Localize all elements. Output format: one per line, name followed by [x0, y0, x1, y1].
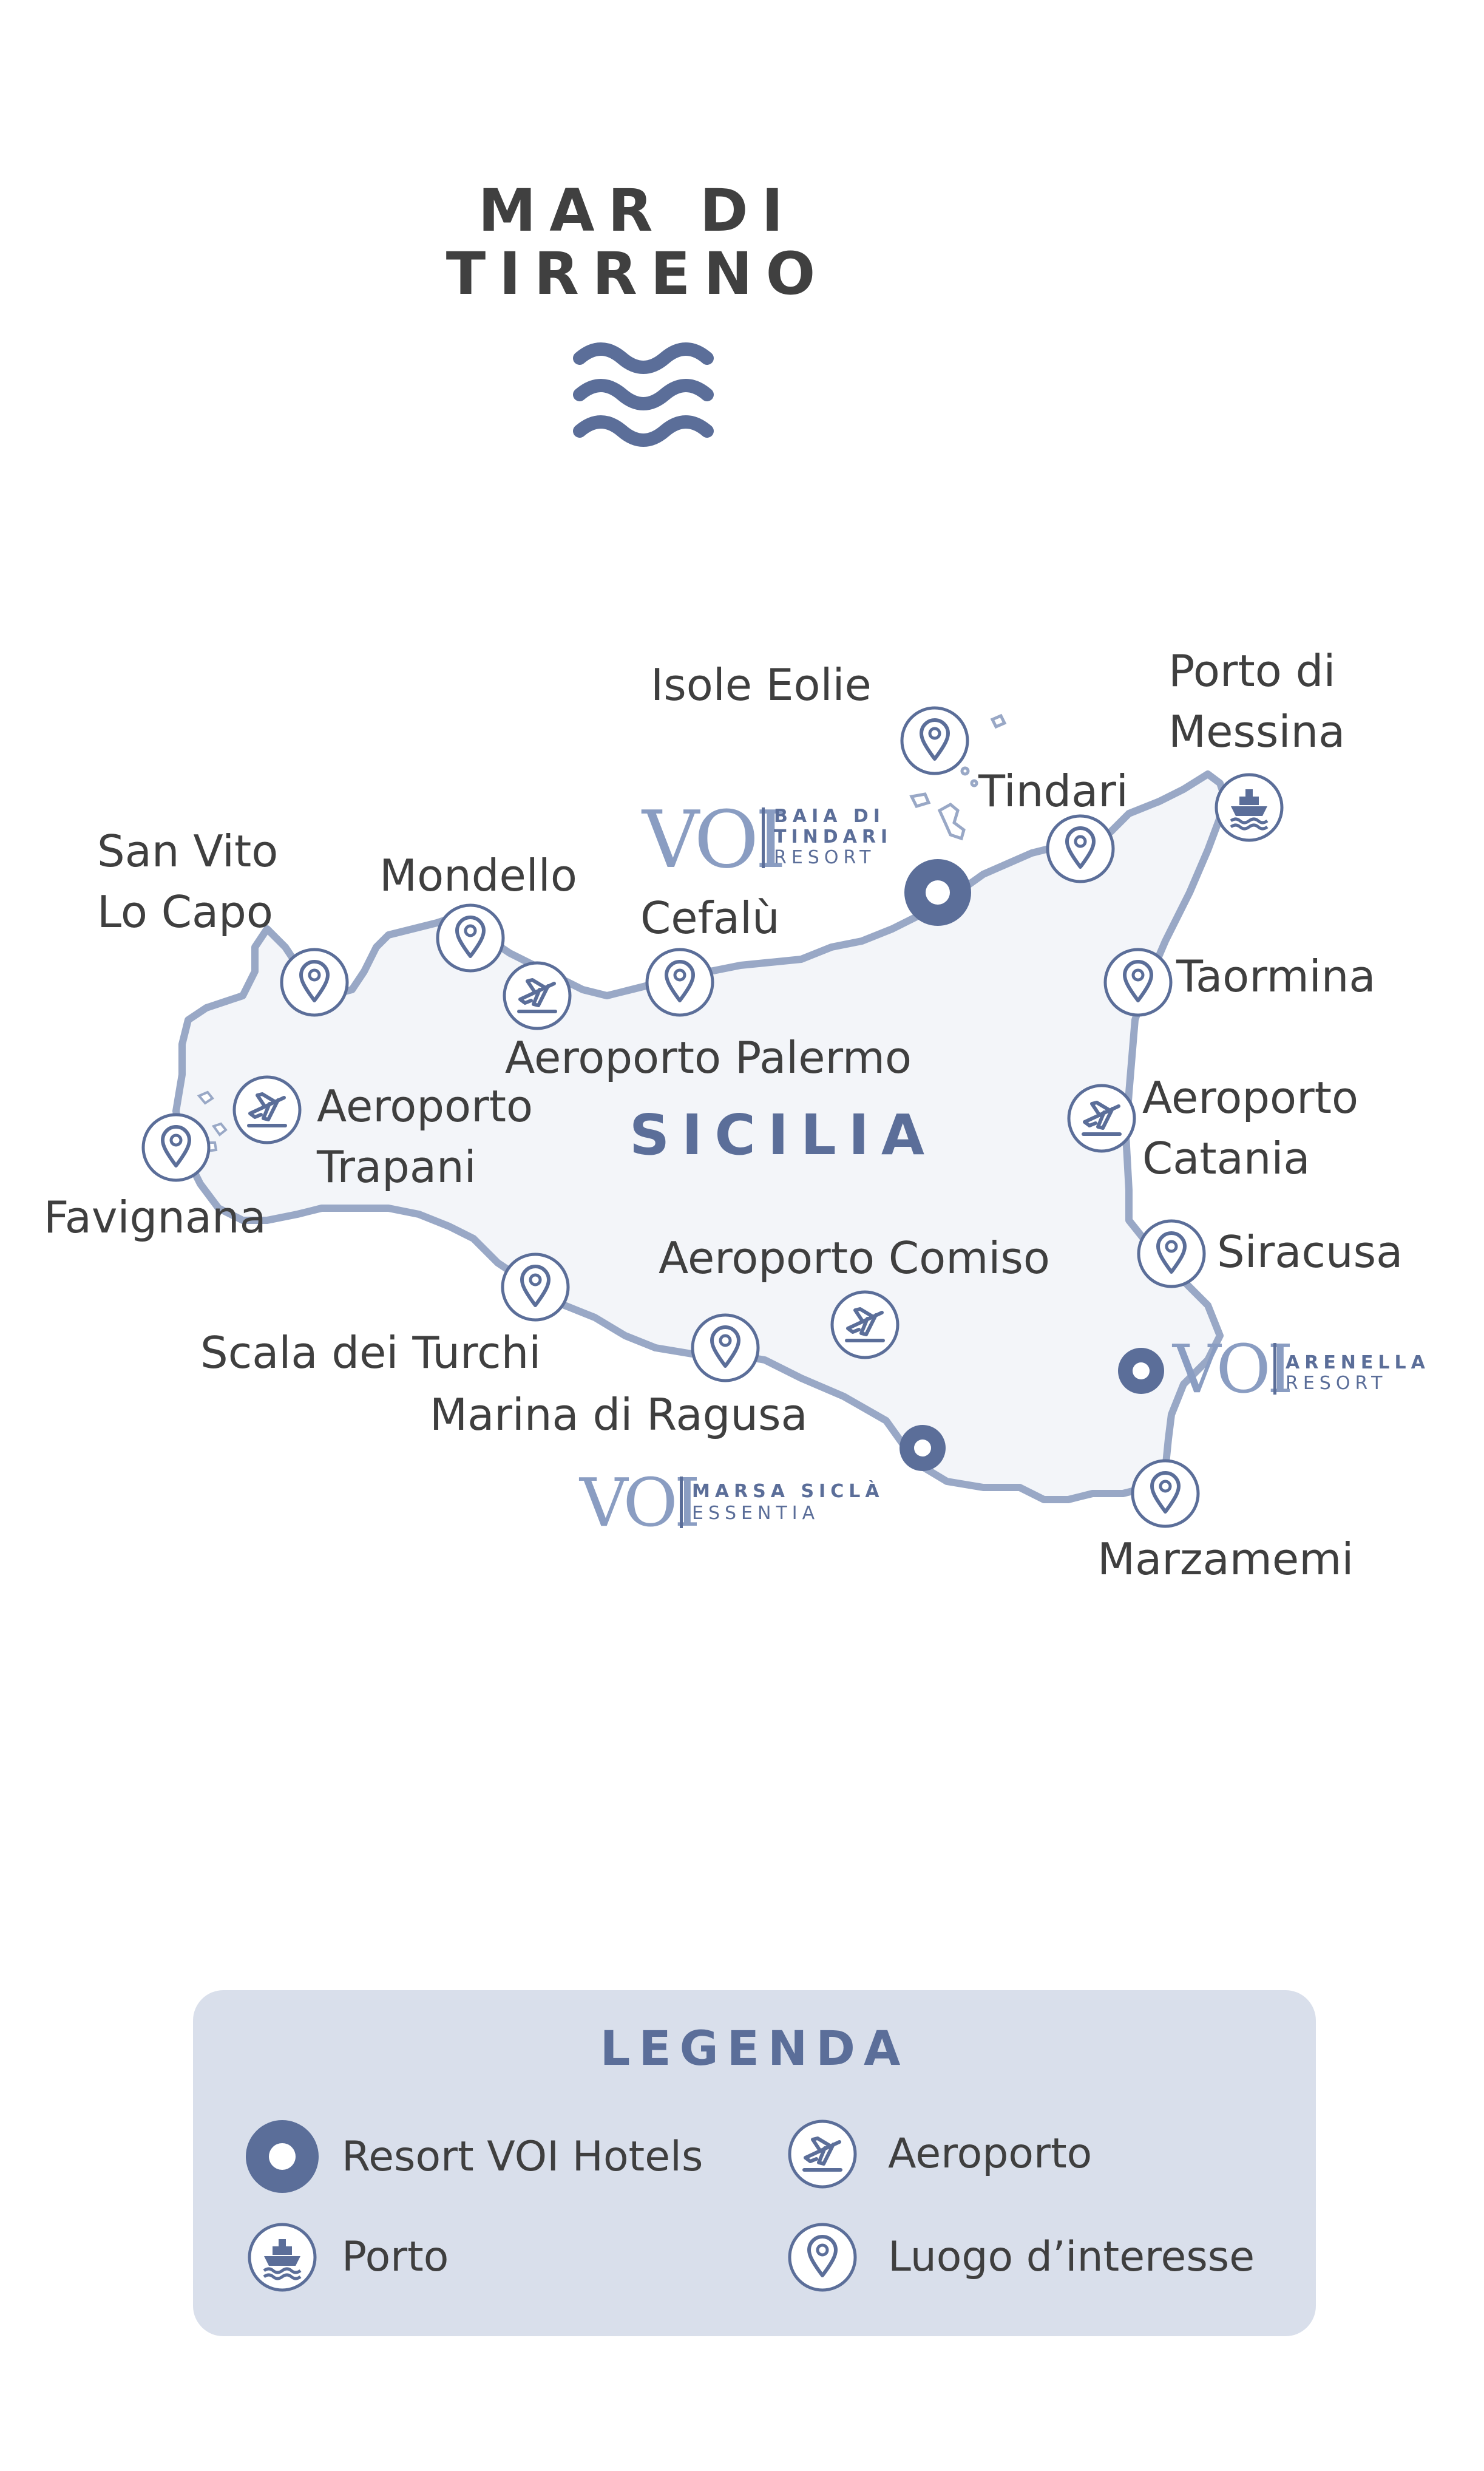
resort-name-line1: ARENELLA [1286, 1352, 1430, 1373]
label-aeroporto-comiso: Aeroporto Comiso [659, 1232, 1050, 1283]
legend-plane-icon [790, 2121, 855, 2187]
label-marzamemi: Marzamemi [1097, 1534, 1354, 1585]
label-scala-dei-turchi: Scala dei Turchi [200, 1327, 541, 1378]
label-aeroporto-trapani-2: Trapani [317, 1141, 476, 1192]
resort-dot-icon[interactable] [1118, 1348, 1164, 1394]
label-cefalu: Cefalù [640, 892, 780, 943]
label-aeroporto-catania-2: Catania [1142, 1133, 1310, 1184]
logo-divider [1273, 1343, 1276, 1395]
logo-divider [762, 807, 765, 868]
resort-dot-icon[interactable] [900, 1425, 946, 1471]
logo-divider [680, 1477, 683, 1528]
label-aeroporto-trapani-1: Aeroporto [317, 1081, 533, 1132]
label-aeroporto-catania-1: Aeroporto [1142, 1072, 1358, 1123]
resort-name-line2: RESORT [1286, 1373, 1387, 1394]
label-taormina: Taormina [1176, 951, 1376, 1002]
waves-icon [573, 342, 714, 447]
label-san-vito-1: San Vito [97, 826, 279, 877]
resort-name-line3: RESORT [774, 847, 876, 868]
label-siracusa: Siracusa [1217, 1226, 1403, 1277]
label-favignana: Favignana [44, 1192, 266, 1243]
resort-name-line2: TINDARI [774, 826, 893, 848]
legend: LEGENDA Resort VOI Hotels Aeroporto Port… [193, 1990, 1316, 2336]
legend-resort-icon [246, 2120, 319, 2193]
aeolian-islands [909, 713, 1007, 841]
legend-port-label: Porto [342, 2233, 449, 2281]
resort-name-line1: MARSA SICLÀ [692, 1481, 884, 1502]
sea-title-line2: TIRRENO [446, 240, 829, 308]
label-porto-messina-1: Porto di [1168, 645, 1336, 696]
sea-title-line1: MAR DI [478, 177, 797, 245]
voi-logo: VOI [1173, 1330, 1293, 1408]
island-name: SICILIA [629, 1103, 937, 1168]
legend-title: LEGENDA [600, 2022, 909, 2076]
resort-name-line2: ESSENTIA [692, 1503, 820, 1524]
resort-name-line1: BAIA DI [774, 806, 885, 827]
label-mondello: Mondello [379, 850, 577, 901]
resort-dot-icon[interactable] [904, 859, 971, 926]
legend-resort-label: Resort VOI Hotels [342, 2133, 703, 2181]
label-isole-eolie: Isole Eolie [651, 659, 872, 710]
label-aeroporto-palermo: Aeroporto Palermo [505, 1032, 912, 1083]
sea-title: MAR DI TIRRENO [425, 179, 850, 305]
label-tindari: Tindari [978, 766, 1128, 817]
label-porto-messina-2: Messina [1168, 706, 1346, 757]
legend-poi-label: Luogo d’interesse [888, 2233, 1255, 2281]
label-san-vito-2: Lo Capo [97, 886, 273, 937]
legend-ship-icon [249, 2225, 315, 2290]
label-marina-di-ragusa: Marina di Ragusa [430, 1389, 808, 1440]
legend-airport-label: Aeroporto [888, 2130, 1093, 2178]
legend-pin-icon [790, 2225, 855, 2290]
